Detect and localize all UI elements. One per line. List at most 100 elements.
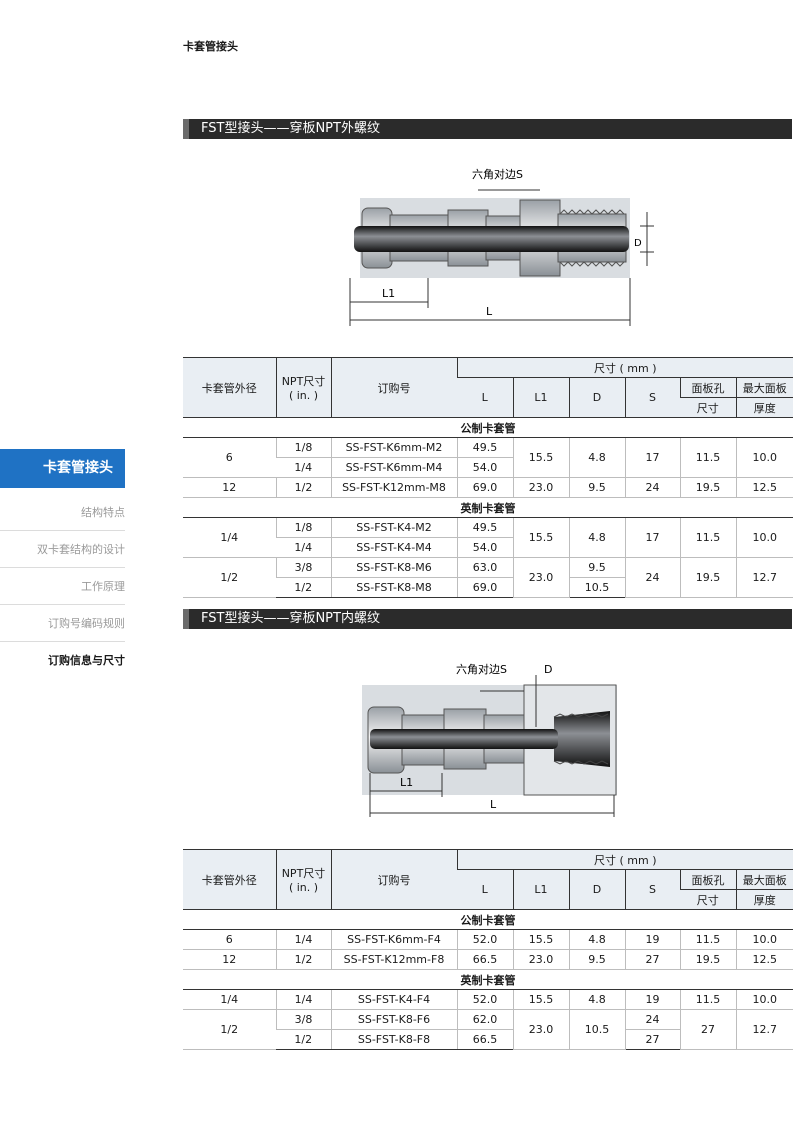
table-cell: 尺寸	[680, 889, 736, 910]
table-cell: 1/2	[276, 1029, 331, 1050]
table-cell: L1	[512, 869, 569, 910]
table-cell: 尺寸	[680, 397, 736, 418]
table-cell: SS-FST-K6mm-M4	[330, 457, 457, 478]
table-cell: 12	[183, 949, 276, 970]
sidebar-item-structure[interactable]: 结构特点	[0, 495, 125, 531]
table-cell: 厚度	[735, 889, 794, 910]
table-cell: 卡套管外径	[183, 849, 276, 910]
table-cell: 54.0	[456, 457, 513, 478]
fig1-l-label: L	[486, 305, 493, 318]
table-cell: 1/4	[183, 989, 276, 1010]
table-external-thread: 卡套管外径 NPT尺寸( in. ) 订购号 尺寸 ( mm ) L L1 D …	[183, 357, 794, 598]
fig2-s-label: 六角对边S	[456, 662, 507, 676]
fig2-d-label: D	[544, 663, 552, 676]
section1-title: FST型接头——穿板NPT外螺纹	[183, 119, 792, 139]
table-cell: 69.0	[456, 477, 513, 498]
table-cell: 66.5	[456, 949, 513, 970]
table-cell: 23.0	[512, 949, 569, 970]
table-cell: 12	[183, 477, 276, 498]
table-cell: 9.5	[568, 557, 625, 578]
table-cell: SS-FST-K8-M8	[330, 577, 457, 598]
table-cell: 11.5	[679, 929, 736, 950]
table-cell: 4.8	[568, 989, 625, 1010]
table-cell: SS-FST-K8-M6	[330, 557, 457, 578]
sidebar-item-coding[interactable]: 订购号编码规则	[0, 606, 125, 642]
sidebar-item-design[interactable]: 双卡套结构的设计	[0, 532, 125, 568]
table-cell: 9.5	[568, 477, 625, 498]
table-cell: 1/2	[183, 1009, 276, 1050]
table-cell: 英制卡套管	[183, 969, 794, 990]
col-panel: 面板孔	[679, 377, 736, 398]
col-d: D	[568, 377, 625, 418]
table-cell: 12.7	[735, 557, 794, 598]
table-cell: 24	[624, 557, 680, 598]
table-cell: 11.5	[679, 989, 736, 1010]
sidebar-item-principle[interactable]: 工作原理	[0, 569, 125, 605]
table-cell: 厚度	[735, 397, 794, 418]
table-cell: 1/4	[275, 929, 331, 950]
group-imperial: 英制卡套管	[183, 497, 794, 518]
table-cell: 63.0	[456, 557, 513, 578]
table-cell: 6	[183, 929, 276, 950]
table-cell: 24	[624, 477, 680, 498]
table-cell: 27	[679, 1009, 736, 1050]
fig1-l1-label: L1	[382, 287, 395, 300]
table-cell: 15.5	[512, 437, 569, 478]
table-cell: 17	[624, 437, 680, 478]
table-cell: 公制卡套管	[183, 909, 794, 930]
table-cell: 10.0	[735, 929, 794, 950]
table-cell: 49.5	[456, 517, 513, 538]
table-cell: L	[457, 869, 513, 910]
table-cell: 10.0	[735, 517, 794, 558]
table-cell: 6	[183, 437, 276, 478]
table-cell: 12.5	[735, 949, 794, 970]
table-cell: 24	[624, 1009, 680, 1030]
table-cell: 27	[624, 949, 680, 970]
table-cell: 10.0	[735, 989, 794, 1010]
section2-title: FST型接头——穿板NPT内螺纹	[183, 609, 792, 629]
table-cell: 49.5	[456, 437, 513, 458]
table-cell: 1/2	[183, 557, 276, 598]
table-cell: 3/8	[275, 1009, 331, 1030]
sidebar-active-item[interactable]: 卡套管接头	[0, 449, 125, 488]
table-cell: 4.8	[568, 929, 625, 950]
table-cell: 10.0	[735, 437, 794, 478]
table-cell: 1/4	[275, 989, 331, 1010]
col-dims: 尺寸 ( mm )	[456, 357, 794, 378]
table-cell: 1/8	[275, 437, 331, 458]
table-cell: 面板孔	[679, 869, 736, 890]
table-cell: SS-FST-K12mm-M8	[330, 477, 457, 498]
table-cell: 54.0	[456, 537, 513, 558]
table-cell: 1/2	[276, 577, 331, 598]
fig2-l1-label: L1	[400, 776, 413, 789]
fig1-s-label: 六角对边S	[472, 167, 523, 181]
table-cell: 23.0	[512, 1009, 569, 1050]
table-cell: NPT尺寸( in. )	[275, 849, 331, 910]
table-cell: 15.5	[512, 517, 569, 558]
table-cell: 52.0	[456, 989, 513, 1010]
sidebar-item-ordering[interactable]: 订购信息与尺寸	[48, 654, 125, 667]
table-cell: SS-FST-K4-M4	[330, 537, 457, 558]
fig1-d-label: D	[634, 238, 642, 249]
col-l1: L1	[512, 377, 569, 418]
table-cell: 12.5	[735, 477, 794, 498]
table-cell: 1/2	[275, 477, 331, 498]
table-cell: 15.5	[512, 929, 569, 950]
table-cell: 23.0	[512, 477, 569, 498]
external-thread-fitting-figure: D 六角对边S L1 L	[349, 167, 654, 326]
col-order: 订购号	[330, 357, 457, 418]
table-cell: 19	[624, 929, 680, 950]
table-cell: 11.5	[679, 517, 736, 558]
table-cell: 4.8	[568, 517, 625, 558]
table-cell: SS-FST-K6mm-M2	[330, 437, 457, 458]
